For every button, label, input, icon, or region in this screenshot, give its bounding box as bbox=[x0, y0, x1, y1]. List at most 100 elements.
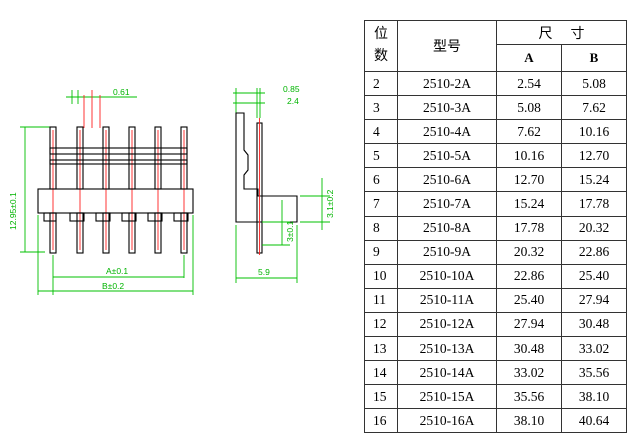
cell-model: 2510-4A bbox=[397, 119, 497, 145]
cell-a: 2.54 bbox=[496, 70, 562, 97]
pin-centerlines bbox=[52, 130, 185, 250]
header-position-line1: 位 bbox=[374, 27, 388, 42]
pin-width-dim-label: 0.61 bbox=[113, 87, 130, 97]
side-housing bbox=[235, 112, 298, 223]
cell-model: 2510-12A bbox=[397, 311, 497, 338]
cell-position: 5 bbox=[364, 143, 398, 169]
cell-b: 27.94 bbox=[561, 287, 627, 313]
cell-model: 2510-3A bbox=[397, 95, 497, 121]
height-dim-label: 12.95±0.1 bbox=[8, 192, 18, 230]
cell-model: 2510-10A bbox=[397, 263, 497, 289]
cell-position: 14 bbox=[364, 360, 398, 386]
cell-position: 13 bbox=[364, 336, 398, 362]
cell-a: 5.08 bbox=[496, 95, 562, 121]
cell-model: 2510-7A bbox=[397, 191, 497, 217]
cell-a: 35.56 bbox=[496, 384, 562, 410]
cell-model: 2510-9A bbox=[397, 239, 497, 265]
cell-a: 30.48 bbox=[496, 336, 562, 362]
cell-b: 7.62 bbox=[561, 95, 627, 121]
dim-b-label: B±0.2 bbox=[102, 281, 124, 291]
front-view: 0.61 12.95±0.1 bbox=[8, 87, 194, 295]
cell-position: 12 bbox=[364, 311, 398, 338]
header-position: 位 数 bbox=[364, 20, 398, 72]
cell-b: 25.40 bbox=[561, 263, 627, 289]
cell-b: 5.08 bbox=[561, 70, 627, 97]
cell-position: 2 bbox=[364, 70, 398, 97]
cell-position: 7 bbox=[364, 191, 398, 217]
cell-model: 2510-5A bbox=[397, 143, 497, 169]
side-top-width-label: 0.85 bbox=[283, 84, 300, 94]
cell-model: 2510-2A bbox=[397, 70, 497, 97]
cell-position: 4 bbox=[364, 119, 398, 145]
cell-a: 38.10 bbox=[496, 408, 562, 434]
cell-b: 15.24 bbox=[561, 167, 627, 193]
cell-a: 15.24 bbox=[496, 191, 562, 217]
cell-a: 10.16 bbox=[496, 143, 562, 169]
cell-a: 7.62 bbox=[496, 119, 562, 145]
cell-b: 20.32 bbox=[561, 215, 627, 241]
cell-b: 22.86 bbox=[561, 239, 627, 265]
table-subheader-row: A B bbox=[365, 44, 627, 72]
cell-model: 2510-6A bbox=[397, 167, 497, 193]
cell-a: 33.02 bbox=[496, 360, 562, 386]
cell-model: 2510-8A bbox=[397, 215, 497, 241]
lower-pins bbox=[49, 212, 188, 254]
header-col-a: A bbox=[496, 44, 562, 72]
cell-a: 17.78 bbox=[496, 215, 562, 241]
cell-position: 11 bbox=[364, 287, 398, 313]
cell-a: 27.94 bbox=[496, 311, 562, 338]
cell-a: 22.86 bbox=[496, 263, 562, 289]
cell-a: 25.40 bbox=[496, 287, 562, 313]
cell-position: 10 bbox=[364, 263, 398, 289]
cell-model: 2510-16A bbox=[397, 408, 497, 434]
cell-b: 33.02 bbox=[561, 336, 627, 362]
upper-pins bbox=[49, 126, 188, 190]
body-slots bbox=[43, 212, 189, 222]
side-view: 0.85 2.4 3.1±0.2 3±0.1 5.9 bbox=[233, 84, 335, 283]
cell-position: 15 bbox=[364, 384, 398, 410]
side-base-width-label: 5.9 bbox=[258, 267, 270, 277]
header-position-line2: 数 bbox=[374, 49, 388, 64]
cell-b: 38.10 bbox=[561, 384, 627, 410]
cell-position: 3 bbox=[364, 95, 398, 121]
cell-a: 12.70 bbox=[496, 167, 562, 193]
cell-b: 30.48 bbox=[561, 311, 627, 338]
side-pin-below-label: 3±0.1 bbox=[285, 221, 295, 242]
cell-b: 17.78 bbox=[561, 191, 627, 217]
cell-b: 12.70 bbox=[561, 143, 627, 169]
header-model: 型号 bbox=[397, 20, 497, 72]
cell-b: 10.16 bbox=[561, 119, 627, 145]
cell-model: 2510-15A bbox=[397, 384, 497, 410]
cell-a: 20.32 bbox=[496, 239, 562, 265]
cell-model: 2510-14A bbox=[397, 360, 497, 386]
cell-model: 2510-13A bbox=[397, 336, 497, 362]
side-pin-length-label: 3.1±0.2 bbox=[325, 189, 335, 218]
cell-b: 35.56 bbox=[561, 360, 627, 386]
table-header-row: 位 数 型号 尺寸 bbox=[364, 19, 627, 72]
cell-position: 6 bbox=[364, 167, 398, 193]
cell-b: 40.64 bbox=[561, 408, 627, 434]
side-pin-offset-label: 2.4 bbox=[287, 96, 299, 106]
header-col-b: B bbox=[561, 44, 627, 72]
connector-body bbox=[37, 188, 194, 214]
dim-a-label: A±0.1 bbox=[106, 266, 128, 276]
cell-position: 9 bbox=[364, 239, 398, 265]
cell-position: 8 bbox=[364, 215, 398, 241]
header-size: 尺寸 bbox=[496, 19, 627, 46]
